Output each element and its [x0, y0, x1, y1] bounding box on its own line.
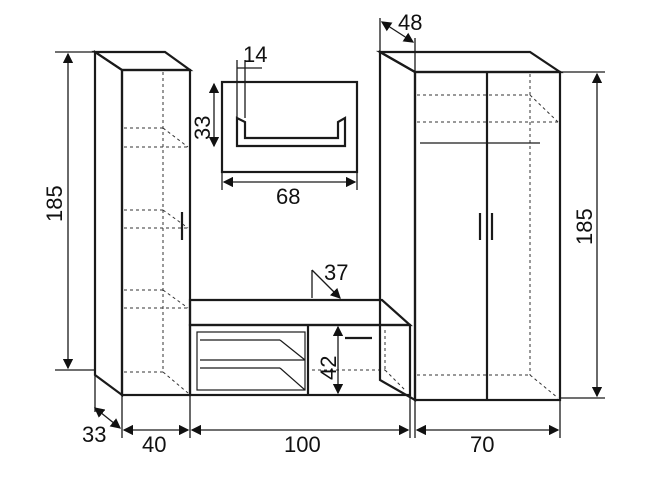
label-tv-unit-width: 100: [284, 432, 321, 457]
wardrobe: [375, 50, 564, 402]
label-wall-shelf-height: 33: [190, 116, 215, 140]
tv-unit: [188, 298, 413, 397]
label-tv-unit-height: 42: [316, 356, 341, 380]
label-wardrobe-width: 70: [470, 432, 494, 457]
label-tall-cabinet-depth: 33: [82, 422, 106, 447]
label-wardrobe-height: 185: [572, 208, 597, 245]
label-wardrobe-depth: 48: [398, 10, 422, 35]
tall-cabinet: [91, 49, 194, 398]
dimension-lines: [55, 18, 605, 438]
label-wall-shelf-bracket: 14: [243, 42, 267, 67]
label-tv-unit-depth: 37: [324, 260, 348, 285]
label-wall-shelf-width: 68: [276, 184, 300, 209]
label-tall-cabinet-height: 185: [42, 185, 67, 222]
wall-shelf: [220, 80, 359, 174]
label-tall-cabinet-width: 40: [142, 432, 166, 457]
